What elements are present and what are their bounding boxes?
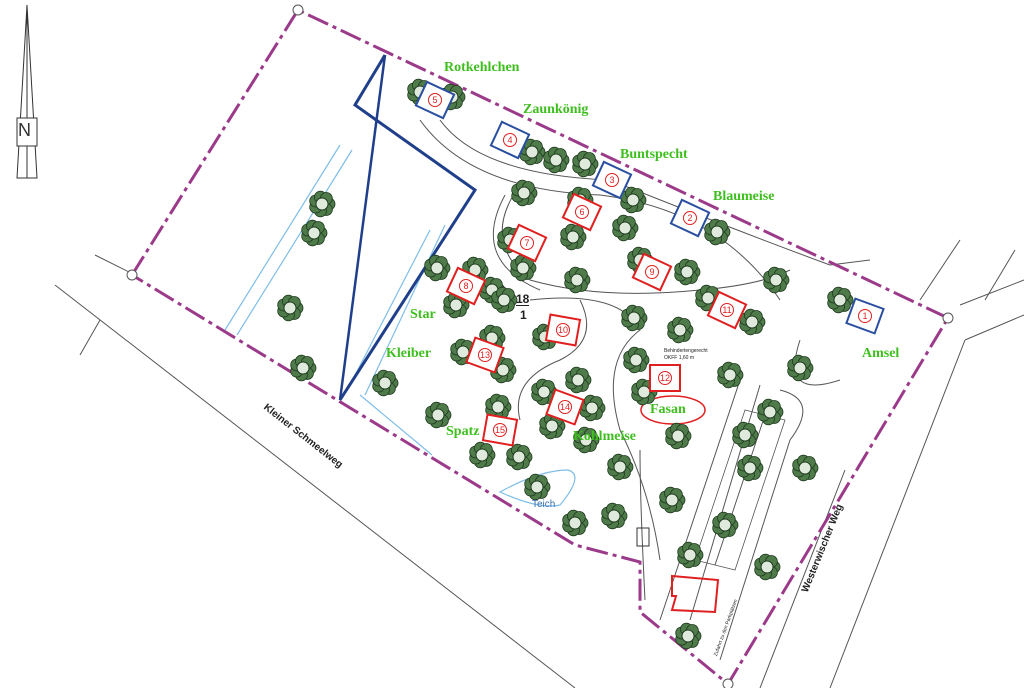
tree-icon	[572, 150, 599, 178]
house-label-spatz: Spatz	[446, 424, 480, 439]
house-number: 1	[858, 309, 872, 323]
tree-icon	[827, 286, 854, 314]
house-label-fasan: Fasan	[650, 402, 686, 417]
tree-icon	[519, 138, 546, 166]
ditches	[224, 144, 576, 507]
house-number: 7	[520, 236, 534, 250]
house-number: 9	[645, 265, 659, 279]
tree-icon	[787, 354, 814, 382]
tree-icon	[717, 361, 744, 389]
tree-icon	[754, 553, 781, 581]
tree-icon	[612, 214, 639, 242]
tree-icon	[621, 304, 648, 332]
inner-boundary-west	[338, 54, 387, 401]
house-number: 15	[493, 423, 507, 437]
tree-icon	[543, 146, 570, 174]
parking-building	[670, 574, 720, 614]
north-arrow-icon	[16, 4, 38, 179]
house-label-amsel: Amsel	[862, 346, 900, 361]
tree-icon	[792, 454, 819, 482]
tree-icon	[579, 394, 606, 422]
tree-icon	[469, 441, 496, 469]
tree-icon	[732, 421, 759, 449]
house12-note-2: OKFF 1,60 m	[664, 355, 695, 361]
tree-icon	[425, 401, 452, 429]
house-number: 11	[720, 303, 734, 317]
tree-icon	[531, 378, 558, 406]
tree-icon	[510, 254, 537, 282]
tree-icon	[667, 316, 694, 344]
house-number: 12	[658, 371, 672, 385]
tree-icon	[450, 338, 477, 366]
house-number: 14	[558, 400, 572, 414]
boundary-markers	[126, 4, 954, 688]
tree-icon	[607, 453, 634, 481]
plot-number: 18	[516, 292, 530, 306]
tree-icon	[424, 254, 451, 282]
tree-icon	[677, 541, 704, 569]
tree-icon	[565, 366, 592, 394]
house-label-zaunkoenig: Zaunkönig	[523, 102, 589, 117]
house-label-kleiber: Kleiber	[386, 346, 432, 361]
tree-icon	[620, 186, 647, 214]
tree-icon	[675, 622, 702, 650]
pond-label: Teich	[532, 499, 556, 510]
tree-icon	[506, 443, 533, 471]
house-label-star: Star	[410, 307, 436, 322]
tree-icon	[491, 286, 518, 314]
house12-note-1: Behindertengerecht	[664, 348, 708, 354]
houses	[414, 80, 885, 447]
service-hut	[636, 527, 650, 547]
house-number: 4	[503, 133, 517, 147]
tree-icon	[277, 294, 304, 322]
tree-icon	[739, 308, 766, 336]
tree-icon	[560, 223, 587, 251]
plot-sub-number: 1	[520, 308, 527, 322]
north-letter: N	[18, 120, 31, 140]
house-label-kohlmeise: Kohlmeise	[573, 429, 636, 444]
house-label-buntspecht: Buntspecht	[620, 147, 688, 162]
inner-boundary	[338, 54, 478, 401]
house-number: 10	[556, 323, 570, 337]
tree-icon	[712, 511, 739, 539]
house-number: 5	[428, 93, 442, 107]
house-number: 3	[605, 173, 619, 187]
tree-icon	[562, 509, 589, 537]
house-number: 13	[478, 348, 492, 362]
tree-icon	[511, 179, 538, 207]
tree-icon	[301, 219, 328, 247]
tree-icon	[564, 266, 591, 294]
tree-icon	[704, 218, 731, 246]
tree-icon	[665, 422, 692, 450]
house-label-blaumeise: Blaumeise	[713, 189, 775, 204]
house-number: 8	[459, 279, 473, 293]
tree-icon	[737, 454, 764, 482]
tree-icon	[763, 266, 790, 294]
tree-icon	[674, 258, 701, 286]
tree-icon	[623, 346, 650, 374]
tree-icon	[290, 354, 317, 382]
house-number: 6	[575, 205, 589, 219]
house-number: 2	[683, 211, 697, 225]
tree-icon	[573, 426, 600, 454]
tree-icon	[524, 473, 551, 501]
tree-icon	[757, 398, 784, 426]
tree-icon	[659, 486, 686, 514]
house-label-rotkehlchen: Rotkehlchen	[444, 60, 520, 75]
tree-icon	[372, 369, 399, 397]
tree-icon	[601, 502, 628, 530]
tree-icon	[309, 190, 336, 218]
